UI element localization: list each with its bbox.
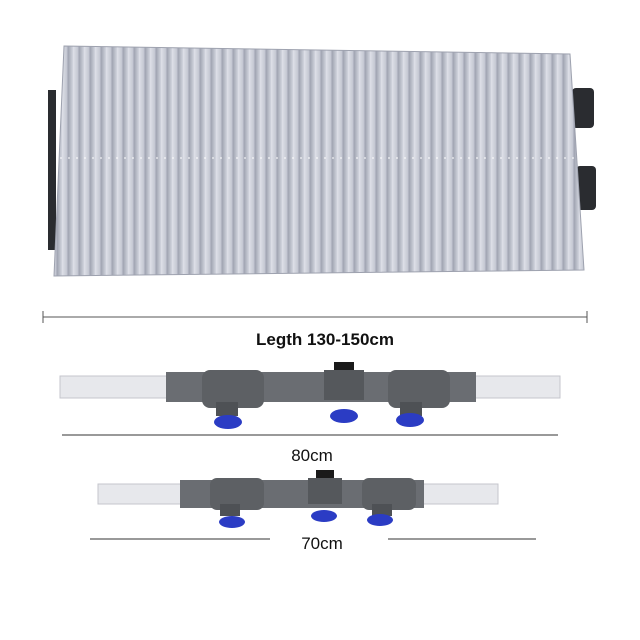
rail-70cm <box>97 470 499 528</box>
pleated-sunshade-panel <box>48 45 596 277</box>
dimension-line-80cm <box>62 434 558 436</box>
label-80cm: 80cm <box>291 446 333 465</box>
length-dimension-line <box>42 311 588 323</box>
length-label: Legth 130-150cm <box>256 330 394 349</box>
label-70cm: 70cm <box>301 534 343 553</box>
rail-80cm <box>59 362 561 429</box>
dimension-line-70cm <box>90 538 536 540</box>
